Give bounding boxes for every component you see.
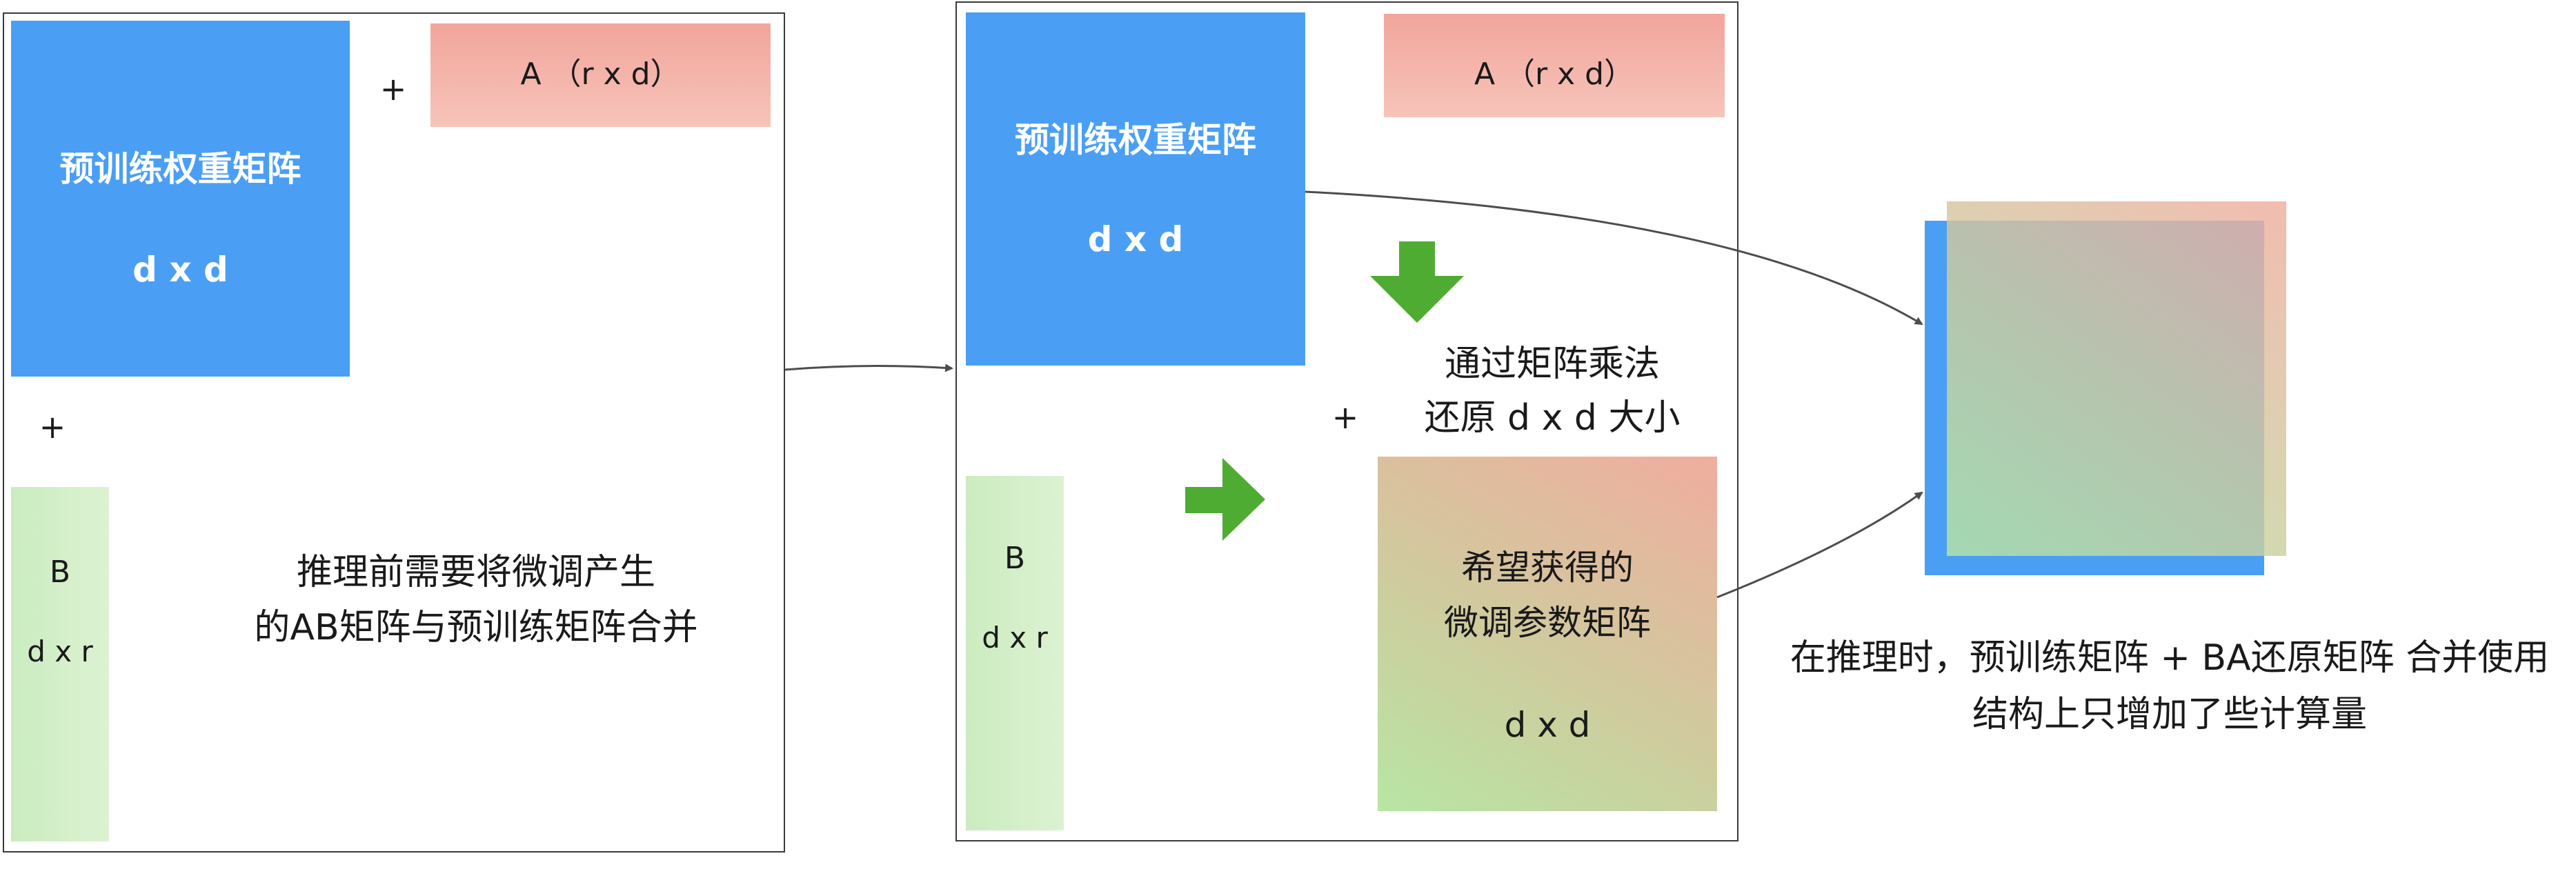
left-matrix-a: A （r x d） [430, 23, 771, 127]
multiply-note-line2: 还原 d x d 大小 [1424, 397, 1681, 439]
middle-matrix-b: B d x r [966, 476, 1064, 830]
middle-weight-title: 预训练权重矩阵 [1015, 120, 1256, 160]
finetune-line1: 希望获得的 [1461, 548, 1634, 588]
finetune-dims: d x d [1504, 705, 1591, 745]
middle-matrix-b-dims: d x r [982, 621, 1048, 655]
finetune-delta-matrix: 希望获得的 微调参数矩阵 d x d [1378, 457, 1717, 811]
middle-pretrained-weight-matrix: 预训练权重矩阵 d x d [966, 12, 1305, 366]
left-matrix-a-label: A （r x d） [520, 57, 681, 92]
connector-arrow-delta-to-merged [1716, 491, 1923, 599]
right-caption-line2: 结构上只增加了些计算量 [1972, 694, 2367, 735]
merged-matrix-overlay-layer [1947, 201, 2286, 556]
middle-matrix-a-label: A （r x d） [1474, 57, 1635, 92]
left-merge-note-line1: 推理前需要将微调产生 [296, 552, 655, 593]
left-merge-note-line2: 的AB矩阵与预训练矩阵合并 [254, 607, 698, 648]
middle-matrix-b-label: B [1004, 541, 1026, 576]
left-plus-a: + [379, 70, 407, 108]
right-caption-line1: 在推理时，预训练矩阵 + BA还原矩阵 合并使用 [1790, 637, 2550, 679]
left-pretrained-weight-matrix: 预训练权重矩阵 d x d [11, 21, 350, 377]
green-right-arrow-icon [1185, 458, 1265, 541]
left-matrix-b-label: B [49, 555, 71, 590]
left-matrix-b-dims: d x r [27, 635, 93, 668]
middle-weight-dims: d x d [1087, 219, 1184, 259]
multiply-note-line1: 通过矩阵乘法 [1444, 343, 1660, 385]
left-weight-title: 预训练权重矩阵 [59, 149, 301, 189]
finetune-line2: 微调参数矩阵 [1444, 603, 1651, 643]
middle-plus: + [1331, 399, 1359, 436]
left-plus-b: + [39, 408, 66, 446]
connector-arrow-weight-to-merged [1305, 190, 1923, 326]
left-weight-dims: d x d [132, 250, 228, 290]
middle-matrix-a: A （r x d） [1384, 14, 1725, 117]
green-down-arrow-icon [1370, 241, 1464, 323]
connector-arrow-left-to-middle [784, 363, 953, 372]
left-matrix-b: B d x r [11, 487, 109, 841]
